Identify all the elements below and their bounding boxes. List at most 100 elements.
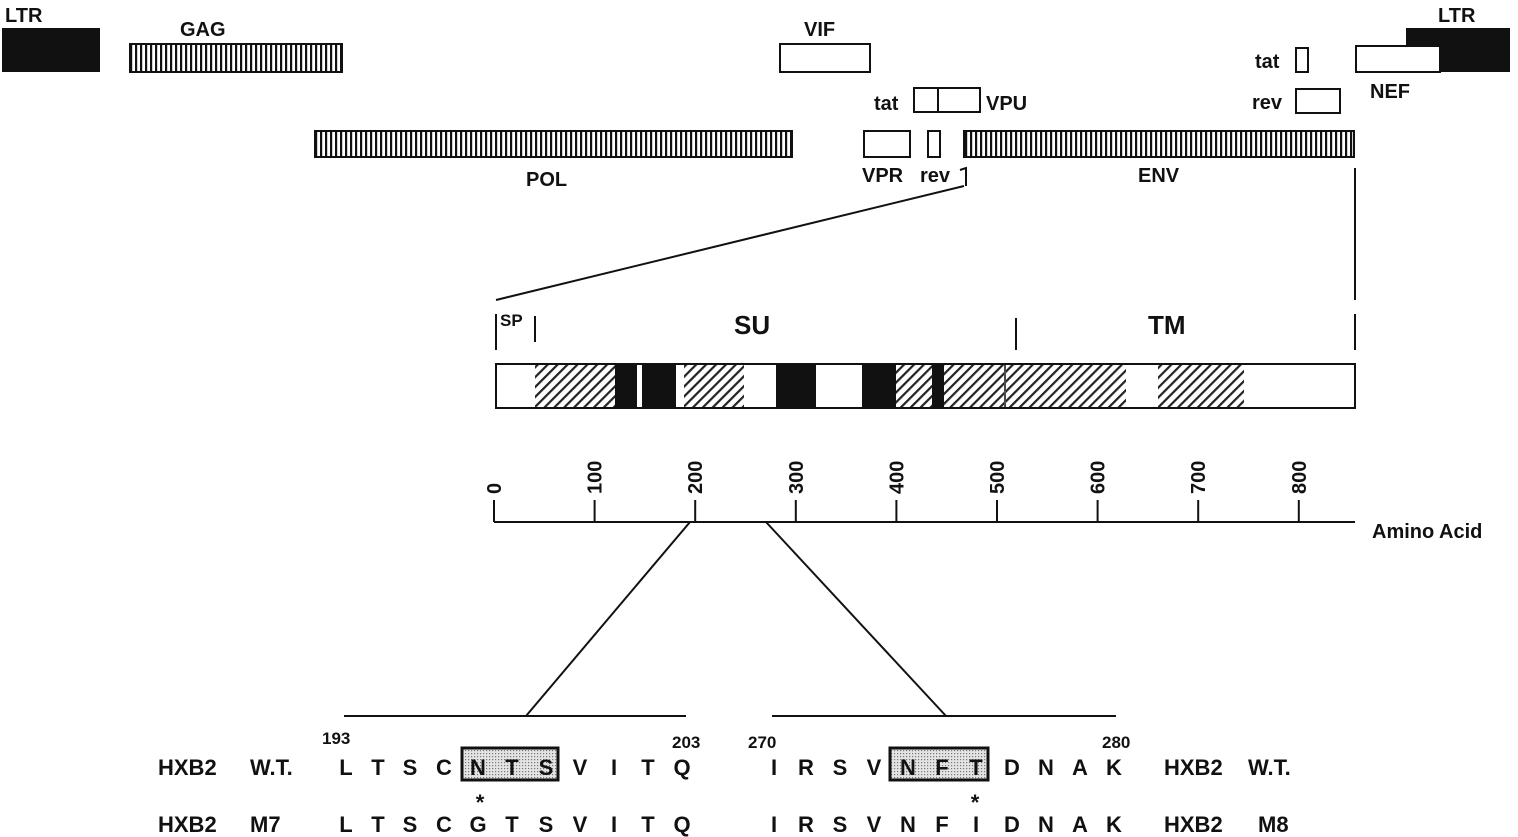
env-label: ENV [1138, 165, 1180, 187]
m8-residue-7: I [973, 812, 979, 837]
wt-right-residue-9: N [1038, 755, 1054, 780]
mutation-marker-m8: * [971, 790, 980, 815]
env-region-hatch-6 [1158, 365, 1244, 407]
wt-right-residue-1: I [771, 755, 777, 780]
nef-label: NEF [1370, 81, 1410, 103]
wt-right-residue-6: F [935, 755, 948, 780]
env-region-hatch-5 [1006, 365, 1126, 407]
wt-left-residue-3: S [403, 755, 418, 780]
right-start-position: 270 [748, 733, 776, 752]
m8-residue-1: I [771, 812, 777, 837]
rev-right-box [1295, 88, 1341, 114]
pol-box [314, 130, 793, 158]
wt-left-residue-1: L [339, 755, 352, 780]
env-region-hatch-4 [944, 365, 1004, 407]
sequence-alignment: 193 203 270 280 HXB2 W.T. HXB2 M7 HXB2 W… [158, 729, 1291, 837]
vif-box [779, 43, 871, 73]
gag-box [129, 43, 343, 73]
wt-right-residue-2: R [798, 755, 814, 780]
tat-mid-box-b [937, 87, 981, 113]
m8-residue-6: F [935, 812, 948, 837]
wt-right-residue-4: V [867, 755, 882, 780]
wt-left-residue-5: N [470, 755, 486, 780]
m7-residue-4: C [436, 812, 452, 837]
m8-residue-4: V [867, 812, 882, 837]
env-region-black-2 [642, 365, 676, 407]
env-region-black-3 [776, 365, 816, 407]
env-region-hatch-3 [896, 365, 932, 407]
wt-right-residue-5: N [900, 755, 916, 780]
row1-strain-right: HXB2 [1164, 755, 1223, 780]
m8-residue-8: D [1004, 812, 1020, 837]
m7-residue-10: T [641, 812, 655, 837]
scale-tick-label-300: 300 [786, 461, 808, 494]
left-end-position: 203 [672, 733, 700, 752]
nts-motif-box [460, 746, 560, 782]
vpr-label: VPR [862, 165, 904, 187]
rev-mid-box [927, 130, 941, 158]
m8-residue-10: A [1072, 812, 1088, 837]
genome-map: LTR GAG VIF tat VPU POL VPR rev ENV tat … [2, 5, 1510, 191]
vpr-box [863, 130, 911, 158]
m7-residue-9: I [611, 812, 617, 837]
m7-residue-11: Q [673, 812, 690, 837]
scale-tick-label-600: 600 [1088, 461, 1110, 494]
env-region-hatch-1 [535, 365, 615, 407]
row2-strain-right: HXB2 [1164, 812, 1223, 837]
env-box [963, 130, 1355, 158]
scale-tick-label-400: 400 [886, 461, 908, 494]
scale-tick-label-800: 800 [1289, 461, 1311, 494]
env-region-black-5 [932, 365, 944, 407]
m7-residue-5: G [469, 812, 486, 837]
row1-variant-right: W.T. [1248, 755, 1291, 780]
row1-variant-left: W.T. [250, 755, 293, 780]
sp-label: SP [500, 311, 523, 330]
wt-left-residue-10: T [641, 755, 655, 780]
rev-right-label: rev [1252, 92, 1283, 114]
m8-residue-11: K [1106, 812, 1122, 837]
env-region-black-1 [615, 365, 637, 407]
scale-tick-label-100: 100 [585, 461, 607, 494]
wt-left-residue-7: S [539, 755, 554, 780]
vpu-label: VPU [986, 93, 1027, 115]
m7-residue-1: L [339, 812, 352, 837]
wt-left-residue-2: T [371, 755, 385, 780]
pol-label: POL [526, 169, 567, 191]
wt-right-residue-8: D [1004, 755, 1020, 780]
nft-motif-box [888, 746, 990, 782]
wt-left-residue-4: C [436, 755, 452, 780]
tat-mid-label: tat [874, 93, 899, 115]
left-start-position: 193 [322, 729, 350, 748]
m7-residue-8: V [573, 812, 588, 837]
row2-variant-right: M8 [1258, 812, 1289, 837]
scale-tick-label-500: 500 [987, 461, 1009, 494]
m8-residue-5: N [900, 812, 916, 837]
wt-left-residue-8: V [573, 755, 588, 780]
tat-right-box [1295, 47, 1309, 73]
wt-right-residue-11: K [1106, 755, 1122, 780]
mutation-marker-m7: * [476, 790, 485, 815]
m7-residue-2: T [371, 812, 385, 837]
row2-variant-left: M7 [250, 812, 281, 837]
tm-label: TM [1148, 310, 1186, 340]
m7-residue-7: S [539, 812, 554, 837]
scale-tick-label-200: 200 [685, 461, 707, 494]
ltr-right-label: LTR [1438, 5, 1476, 27]
m8-residue-3: S [833, 812, 848, 837]
wt-right-residue-10: A [1072, 755, 1088, 780]
rev-mid-label: rev [920, 165, 951, 187]
sequence-zoom-lines [344, 521, 1116, 717]
m7-residue-6: T [505, 812, 519, 837]
env-region-hatch-2 [684, 365, 744, 407]
wt-left-residue-9: I [611, 755, 617, 780]
scale-unit-label: Amino Acid [1372, 521, 1482, 543]
env-region-black-4 [862, 365, 896, 407]
nef-box [1355, 45, 1441, 73]
gag-label: GAG [180, 19, 226, 41]
m7-residue-3: S [403, 812, 418, 837]
ltr-left-label: LTR [5, 5, 43, 27]
wt-right-residue-3: S [833, 755, 848, 780]
wt-left-residue-11: Q [673, 755, 690, 780]
